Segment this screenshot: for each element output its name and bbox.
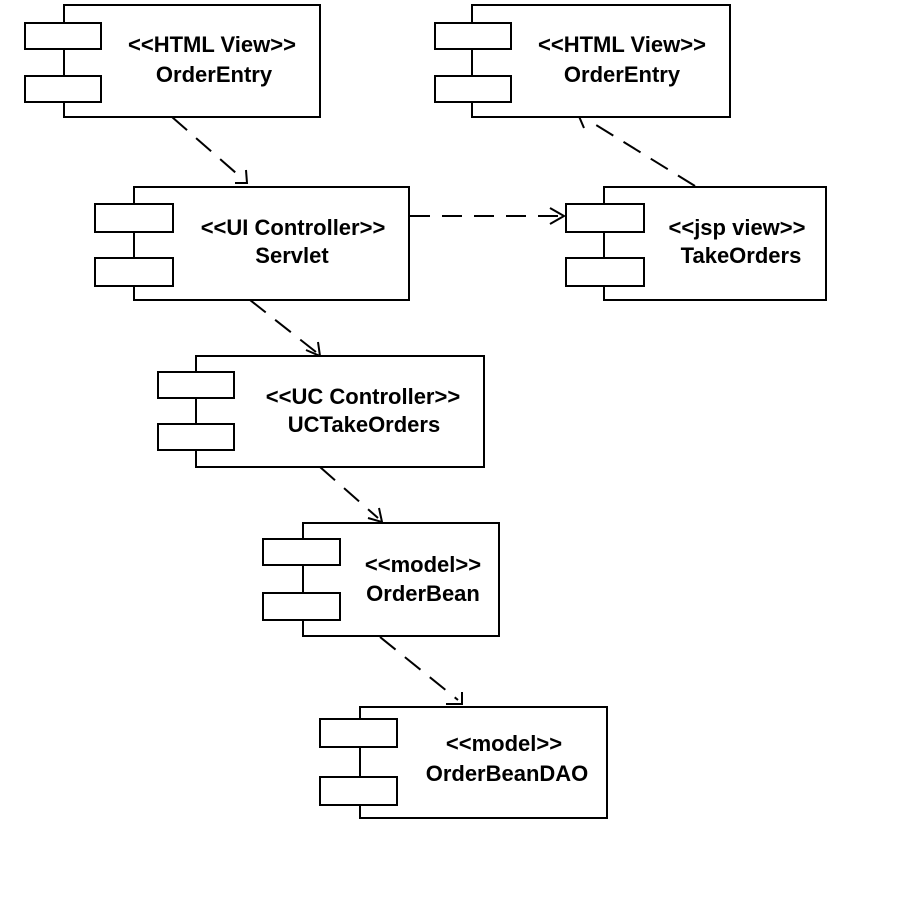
component-orderbean: <<model>> OrderBean [262,522,500,637]
dependency-orderbean-to-orderbeandao [379,636,463,705]
component-tab-icon [319,718,398,748]
dependency-orderentry-to-servlet [171,116,249,184]
component-takeorders: <<jsp view>> TakeOrders [565,186,827,301]
component-tab-icon [157,423,235,451]
component-tab-icon [94,203,174,233]
component-name: OrderEntry [564,62,681,87]
component-tab-icon [434,75,512,103]
component-name: Servlet [255,243,329,268]
component-name: OrderBeanDAO [426,761,589,786]
component-tab-icon [24,75,102,103]
component-stereotype: <<HTML View>> [538,32,706,57]
dependency-servlet-to-takeorders [410,207,567,225]
component-tab-icon [565,203,645,233]
component-tab-icon [434,22,512,50]
component-stereotype: <<model>> [446,731,562,756]
component-stereotype: <<model>> [365,552,481,577]
component-tab-icon [262,538,341,566]
component-name: OrderEntry [156,62,273,87]
component-tab-icon [262,592,341,621]
component-name: UCTakeOrders [288,412,440,437]
component-tab-icon [24,22,102,50]
component-orderbeandao: <<model>> OrderBeanDAO [319,706,608,819]
component-stereotype: <<UC Controller>> [266,384,460,409]
component-tab-icon [565,257,645,287]
component-name: TakeOrders [681,243,802,268]
component-name: OrderBean [366,581,480,606]
component-tab-icon [157,371,235,399]
dependency-takeorders-to-orderentry [576,113,696,187]
component-stereotype: <<UI Controller>> [201,215,386,240]
component-tab-icon [94,257,174,287]
dependency-uctakeorders-to-orderbean [319,466,384,524]
component-servlet: <<UI Controller>> Servlet [94,186,410,301]
component-stereotype: <<jsp view>> [669,215,806,240]
component-html-orderentry-right: <<HTML View>> OrderEntry [434,4,731,118]
component-stereotype: <<HTML View>> [128,32,296,57]
dependency-servlet-to-uctakeorders [249,299,322,358]
component-tab-icon [319,776,398,806]
component-uctakeorders: <<UC Controller>> UCTakeOrders [157,355,485,468]
component-html-orderentry-left: <<HTML View>> OrderEntry [24,4,321,118]
